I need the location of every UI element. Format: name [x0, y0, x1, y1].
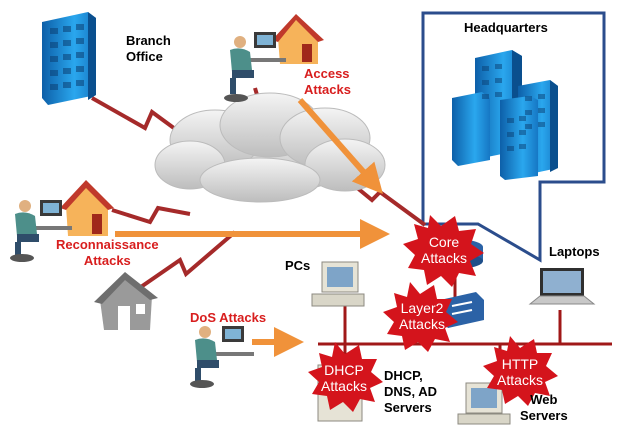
attacker-icon-recon — [10, 200, 72, 262]
house-icon-gray — [94, 272, 158, 330]
server-icon-web — [457, 382, 511, 425]
access-attack-arrow — [297, 98, 383, 194]
pc-icon — [311, 261, 365, 307]
dhcp-attacks-burst — [308, 342, 383, 412]
headquarters-label: Headquarters — [464, 20, 548, 35]
attacker-icon-access — [224, 32, 286, 102]
http-attacks-burst — [483, 336, 558, 406]
attacker-icon-dos — [190, 326, 254, 388]
house-wan-link — [123, 230, 237, 300]
branch-wan-link — [91, 96, 184, 136]
laptops-label: Laptops — [549, 244, 600, 259]
house-icon-recon — [60, 180, 114, 236]
pcs-label: PCs — [285, 258, 311, 273]
attack-arrows — [115, 98, 390, 357]
laptop-icon — [528, 268, 596, 305]
hq-building-icon — [452, 50, 558, 180]
recon-wan-link — [111, 205, 191, 225]
house-icon-access — [272, 14, 324, 64]
layer2-attacks-burst — [383, 282, 458, 352]
dos-attacks-label: DoS Attacks — [190, 310, 267, 325]
cloud-icon — [154, 92, 386, 203]
branch-building-icon — [42, 12, 96, 105]
core-attacks-burst — [403, 215, 484, 287]
